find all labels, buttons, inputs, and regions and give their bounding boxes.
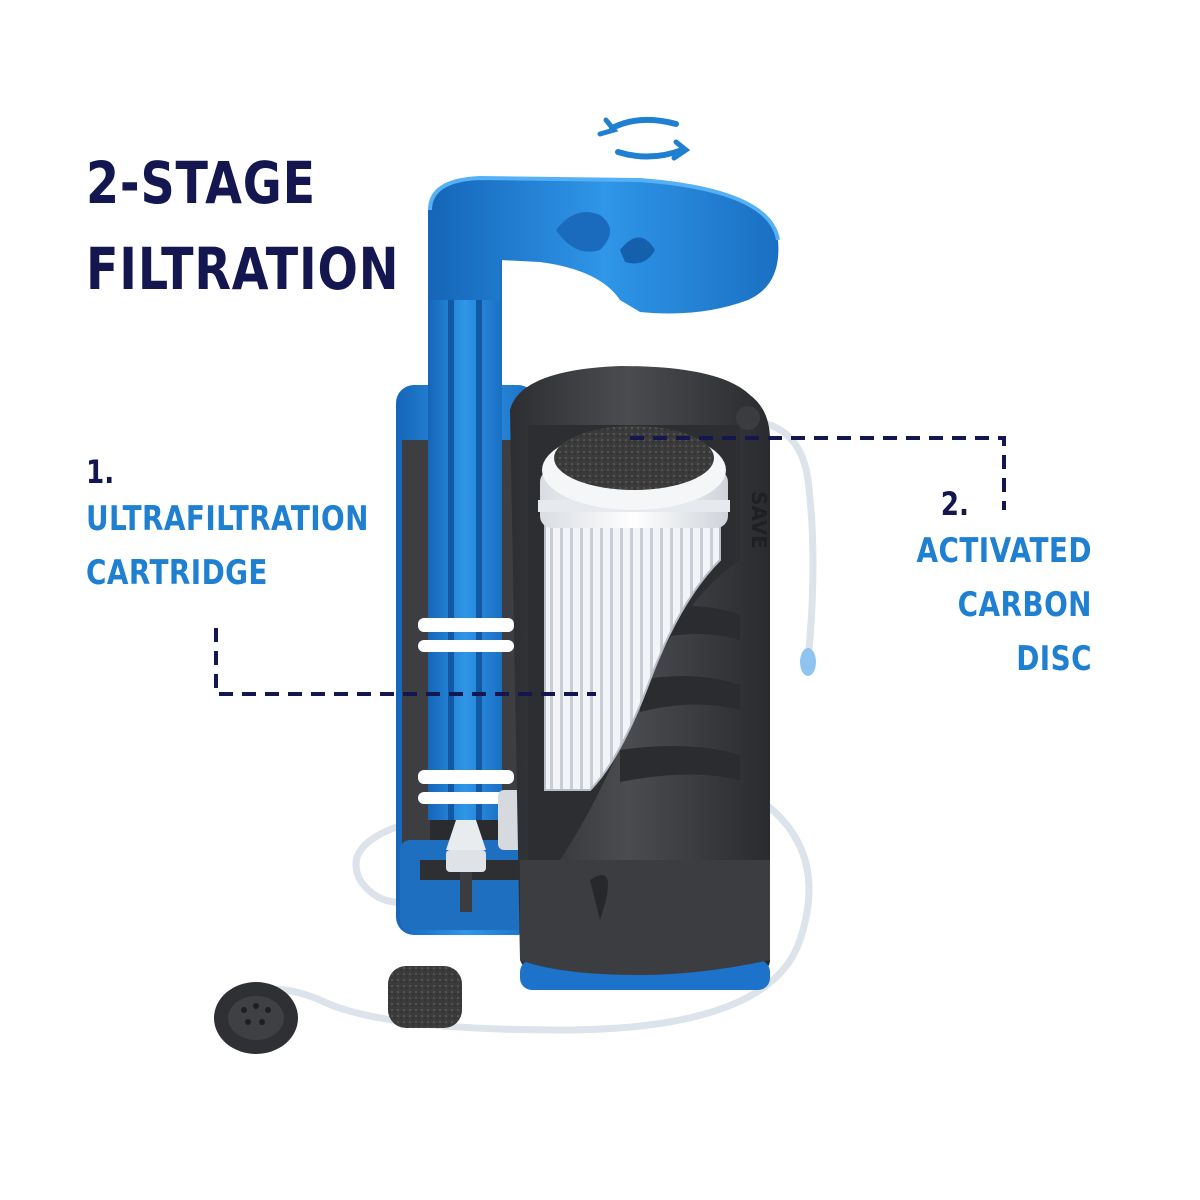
callout-number: 2. xyxy=(940,485,970,523)
title-line-2: FILTRATION xyxy=(86,235,400,303)
hose-tip xyxy=(800,648,816,676)
hose-tube xyxy=(246,416,817,1034)
callout-label-line: ACTIVATED xyxy=(916,531,1092,571)
title-line-1: 2-STAGE xyxy=(86,149,316,217)
callout-ultrafiltration: 1. ULTRAFILTRATION CARTRIDGE xyxy=(86,452,369,600)
brand-lettering: SAVE xyxy=(747,491,771,549)
callout-label-line: DISC xyxy=(1016,639,1092,679)
intake-prefilter xyxy=(214,966,462,1054)
activated-carbon-disc xyxy=(554,426,714,490)
leader-line-2 xyxy=(630,436,1006,510)
pump-handle xyxy=(428,175,780,314)
rotate-arrows-icon xyxy=(597,116,691,161)
callout-label-line: ULTRAFILTRATION xyxy=(86,499,369,539)
callout-number: 1. xyxy=(86,453,115,491)
callout-label-line: CARTRIDGE xyxy=(86,553,268,593)
callout-label-line: CARBON xyxy=(957,585,1092,625)
callout-carbon-disc: 2. ACTIVATED CARBON DISC xyxy=(917,484,1092,686)
page-title: 2-STAGE FILTRATION xyxy=(86,140,399,312)
